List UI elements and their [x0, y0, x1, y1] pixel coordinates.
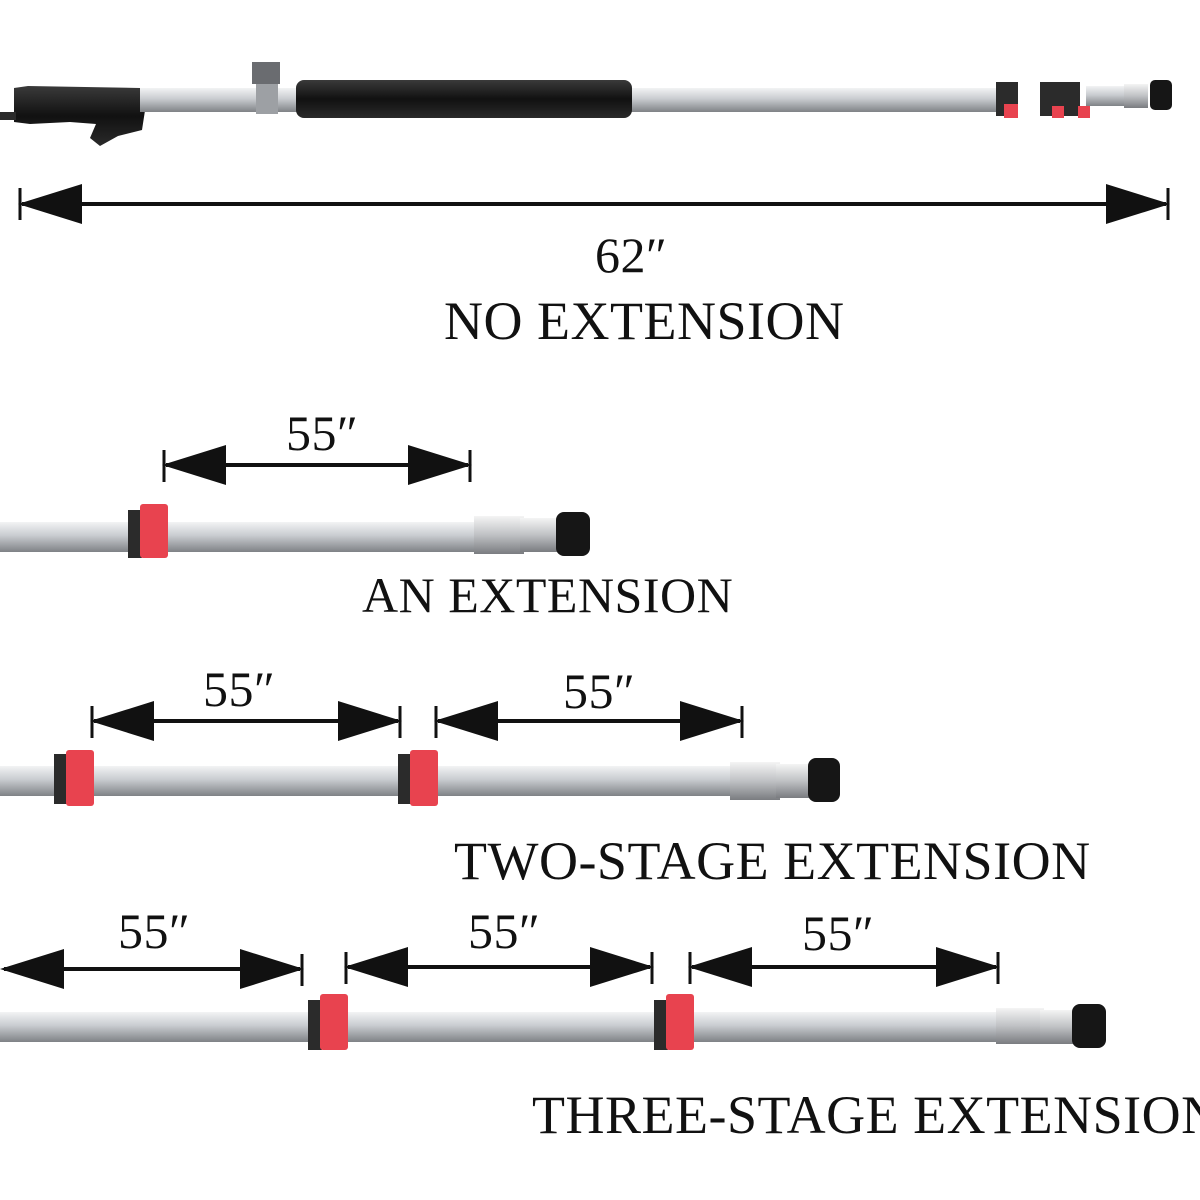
dimension-label-62: 62″ [595, 227, 668, 283]
dimension-label-55-c3: 55″ [802, 905, 875, 961]
caption-no-extension: NO EXTENSION [444, 291, 845, 351]
pole-clip [252, 62, 280, 114]
foam-grip [296, 80, 632, 118]
dimension-label-55-c2: 55″ [468, 903, 541, 959]
extension-clamp [128, 504, 168, 558]
caption-an-extension: AN EXTENSION [362, 567, 734, 623]
dimension-label-55-c1: 55″ [118, 903, 191, 959]
dimension-label-55: 55″ [286, 405, 359, 461]
caption-three-stage-extension: THREE-STAGE EXTENSION [532, 1085, 1200, 1145]
caption-two-stage-extension: TWO-STAGE EXTENSION [454, 831, 1091, 891]
extension-clamp [654, 994, 694, 1050]
nozzle-fitting [730, 758, 840, 802]
trigger-gun [0, 86, 146, 146]
dimension-label-55-b: 55″ [563, 663, 636, 719]
collapsed-clamps [996, 80, 1172, 118]
nozzle-fitting [474, 512, 590, 556]
extension-clamp [308, 994, 348, 1050]
wand-three-stage [0, 994, 1106, 1050]
dimension-label-55-a: 55″ [203, 661, 276, 717]
extension-clamp [54, 750, 94, 806]
wand-full [0, 62, 1172, 146]
wand-two-stage [0, 750, 840, 806]
nozzle-fitting [996, 1004, 1106, 1048]
extension-clamp [398, 750, 438, 806]
wand-one-stage [0, 504, 590, 558]
